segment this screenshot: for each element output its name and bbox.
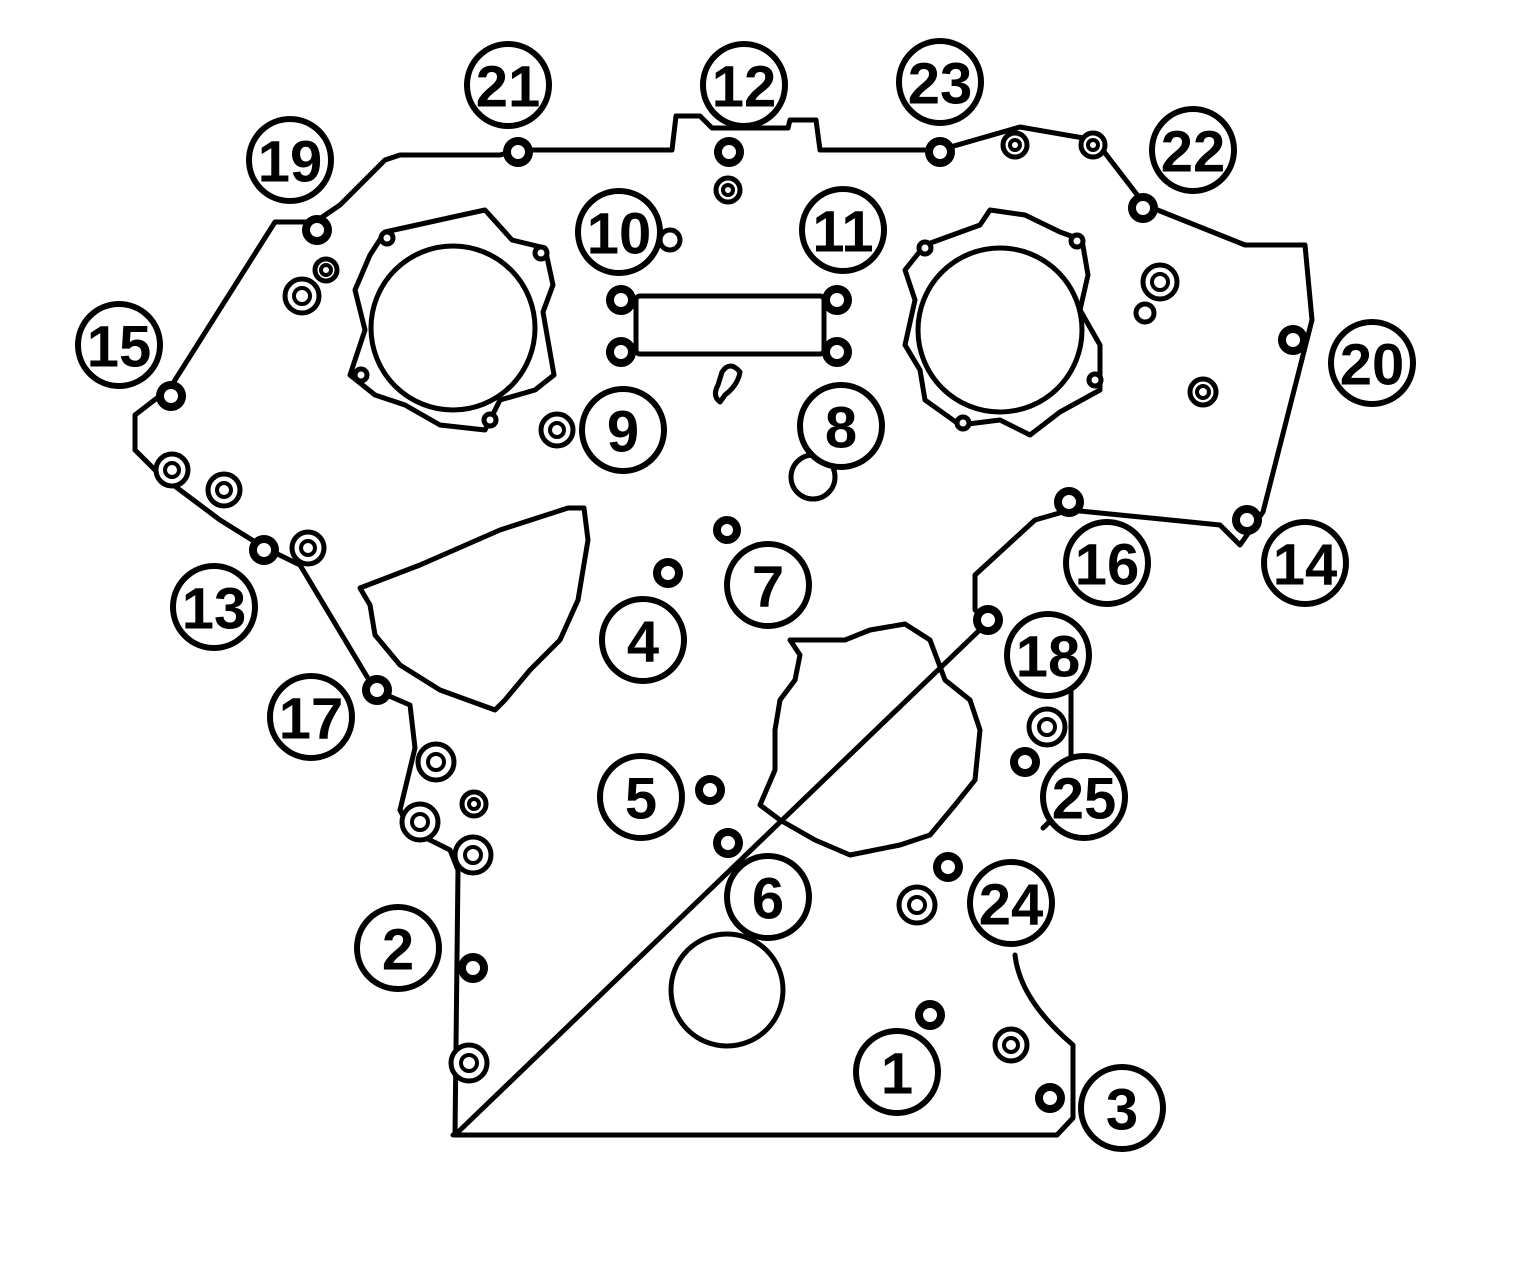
bolt-23 <box>925 137 955 167</box>
callout-7: 7 <box>724 541 812 629</box>
callout-3: 3 <box>1078 1064 1166 1152</box>
callout-8-label: 8 <box>825 396 857 461</box>
callout-24: 24 <box>967 859 1055 947</box>
bolt-19 <box>302 215 332 245</box>
bolt-12 <box>714 137 744 167</box>
bolt-22 <box>1128 193 1158 223</box>
bolt-14 <box>1232 505 1262 535</box>
callout-20-label: 20 <box>1340 333 1405 398</box>
callout-25: 25 <box>1040 753 1128 841</box>
callout-labels: 1 2 3 4 5 6 7 8 9 10 11 12 13 14 15 16 1… <box>75 38 1416 1152</box>
callout-17: 17 <box>267 673 355 761</box>
callout-22: 22 <box>1149 106 1237 194</box>
callout-12: 12 <box>700 41 788 129</box>
callout-23-label: 23 <box>908 52 973 117</box>
left-port-flange <box>347 207 557 433</box>
callout-9: 9 <box>579 386 667 474</box>
callout-5: 5 <box>597 753 685 841</box>
callout-21: 21 <box>464 41 552 129</box>
callout-8: 8 <box>797 382 885 470</box>
callout-6: 6 <box>724 853 812 941</box>
bolt-5 <box>695 775 725 805</box>
callout-6-label: 6 <box>752 867 784 932</box>
callout-21-label: 21 <box>476 55 541 120</box>
callout-2: 2 <box>354 904 442 992</box>
bolt-2 <box>458 953 488 983</box>
callout-13-label: 13 <box>182 577 247 642</box>
callout-18-label: 18 <box>1016 625 1081 690</box>
callout-4-label: 4 <box>627 610 659 675</box>
bolt-16 <box>1054 487 1084 517</box>
bolt-15 <box>156 381 186 411</box>
bolt-9 <box>606 337 636 367</box>
callout-2-label: 2 <box>382 918 414 983</box>
callout-19-label: 19 <box>258 130 323 195</box>
bolt-17 <box>362 675 392 705</box>
center-small-bracket <box>712 363 743 405</box>
callout-16: 16 <box>1063 519 1151 607</box>
callout-11: 11 <box>799 186 887 274</box>
callout-23: 23 <box>896 38 984 126</box>
callout-12-label: 12 <box>712 55 777 120</box>
callout-1: 1 <box>853 1028 941 1116</box>
callout-9-label: 9 <box>607 400 639 465</box>
callout-17-label: 17 <box>279 687 344 752</box>
bolt-24 <box>933 852 963 882</box>
bolt-11 <box>822 285 852 315</box>
center-lower-opening <box>757 621 983 858</box>
callout-10-label: 10 <box>587 202 652 267</box>
center-rect-port <box>633 293 827 357</box>
bolt-25 <box>1010 747 1040 777</box>
callout-24-label: 24 <box>979 873 1044 938</box>
callout-4: 4 <box>599 596 687 684</box>
callout-20: 20 <box>1328 319 1416 407</box>
left-port-circle <box>368 243 538 413</box>
bolt-20 <box>1278 325 1308 355</box>
right-port-flange <box>902 207 1103 438</box>
numbered-bolts <box>156 137 1308 1113</box>
callout-13: 13 <box>170 563 258 651</box>
bolt-6 <box>713 828 743 858</box>
left-lower-opening <box>357 505 591 713</box>
callout-16-label: 16 <box>1075 533 1140 598</box>
callout-14: 14 <box>1261 519 1349 607</box>
cover-outline <box>132 113 1315 1138</box>
callout-1-label: 1 <box>881 1042 913 1107</box>
callout-3-label: 3 <box>1106 1078 1138 1143</box>
extra-studs <box>153 130 1219 1084</box>
callout-15-label: 15 <box>87 315 152 380</box>
bolt-18 <box>973 605 1003 635</box>
right-port-circle <box>915 245 1085 415</box>
bolt-4 <box>653 558 683 588</box>
callout-7-label: 7 <box>752 555 784 620</box>
bolt-1 <box>915 1000 945 1030</box>
callout-25-label: 25 <box>1052 767 1117 832</box>
bolt-3 <box>1035 1083 1065 1113</box>
callout-10: 10 <box>575 188 663 276</box>
callout-14-label: 14 <box>1273 533 1338 598</box>
bolt-8 <box>822 337 852 367</box>
callout-19: 19 <box>246 116 334 204</box>
callout-22-label: 22 <box>1161 120 1226 185</box>
bolt-13 <box>249 535 279 565</box>
bolt-21 <box>503 137 533 167</box>
callout-15: 15 <box>75 301 163 389</box>
bolt-7 <box>713 516 741 544</box>
lower-round-opening <box>668 931 786 1049</box>
callout-5-label: 5 <box>625 767 657 832</box>
callout-11-label: 11 <box>812 200 873 265</box>
bolt-10 <box>606 285 636 315</box>
callout-18: 18 <box>1004 611 1092 699</box>
